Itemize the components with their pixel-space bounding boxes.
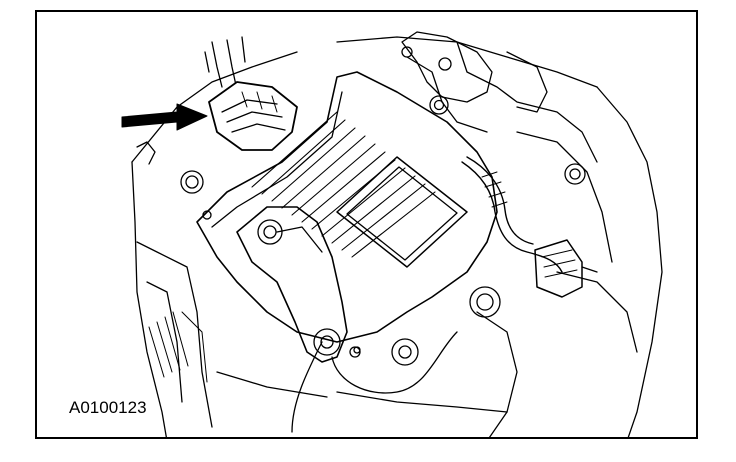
engine-casting [131,31,663,437]
mounting-bolts [353,286,501,366]
illustration-frame: A0100123 [35,10,698,439]
figure-id-label: A0100123 [67,398,149,418]
electrical-connector [204,36,298,151]
mounting-arm [236,206,458,433]
wiring-harness [461,156,598,298]
engine-component-illustration [121,31,663,437]
pointer-arrow [121,103,208,131]
control-module-housing [196,71,498,358]
